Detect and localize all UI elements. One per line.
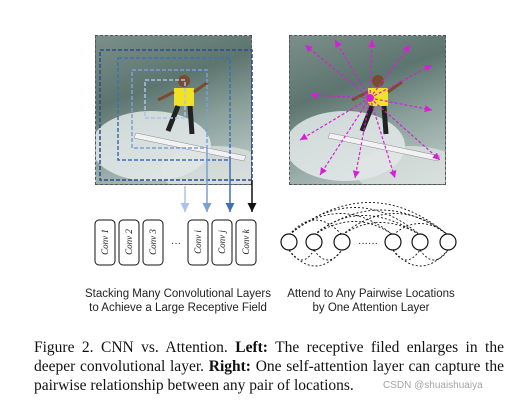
caption-right-text: One self-attention layer can capture the… (34, 358, 504, 394)
conv-layer-3 (142, 219, 164, 266)
surfer-illustration-left (96, 75, 251, 184)
conv-layer-stack: Conv 1 Conv 2 Conv 3 ··· Conv i Conv j C… (94, 219, 257, 266)
right-caption-line2: by One Attention Layer (312, 302, 430, 314)
conv-label-2: Conv 2 (124, 229, 134, 255)
receptive-arrows (180, 148, 257, 212)
conv-label-1: Conv 1 (100, 229, 110, 255)
conv-label-i: Conv i (193, 230, 203, 254)
attention-node-graph: ······ (280, 202, 457, 267)
attention-node-2 (305, 233, 323, 251)
receptive-box-2 (131, 69, 208, 149)
node-ellipsis: ······ (358, 238, 378, 249)
watermark: CSDN @shuaishuaiya (383, 380, 483, 391)
right-caption-line1: Attend to Any Pairwise Locations (287, 288, 455, 300)
attention-node-1 (280, 233, 298, 251)
attention-node-4 (384, 233, 402, 251)
conv-layer-j (211, 219, 233, 266)
caption-right-label: Right: (208, 358, 251, 375)
conv-ellipsis: ··· (171, 238, 181, 249)
attention-node-5 (411, 233, 429, 251)
conv-layer-i (187, 219, 209, 266)
receptive-field-boxes (99, 49, 253, 181)
right-panel-caption: Attend to Any Pairwise Locations by One … (276, 287, 466, 315)
conv-label-j: Conv j (217, 230, 227, 254)
conv-layer-k (235, 219, 257, 266)
caption-left-text: The receptive filed enlarges in the deep… (34, 339, 504, 375)
figure-caption: Figure 2. CNN vs. Attention. Left: The r… (34, 338, 504, 395)
attention-center (366, 94, 374, 102)
conv-label-3: Conv 3 (148, 229, 158, 255)
surfer-illustration-right (290, 75, 445, 184)
caption-left-label: Left: (235, 339, 268, 356)
conv-layer-1 (94, 219, 116, 266)
surfer-photo-attention (289, 35, 446, 185)
attention-arrows (299, 39, 441, 179)
left-caption-line2: to Achieve a Large Receptive Field (89, 302, 267, 314)
receptive-box-4 (99, 49, 253, 181)
attention-node-6 (439, 233, 457, 251)
receptive-box-3 (117, 57, 231, 161)
receptive-box-1 (144, 79, 186, 119)
left-caption-line1: Stacking Many Convolutional Layers (84, 288, 272, 300)
conv-layer-2 (118, 219, 140, 266)
left-panel-caption: Stacking Many Convolutional Layers to Ac… (78, 287, 278, 315)
conv-label-k: Conv k (241, 228, 251, 254)
attention-node-3 (333, 233, 351, 251)
caption-prefix: Figure 2. CNN vs. Attention. (34, 339, 228, 356)
